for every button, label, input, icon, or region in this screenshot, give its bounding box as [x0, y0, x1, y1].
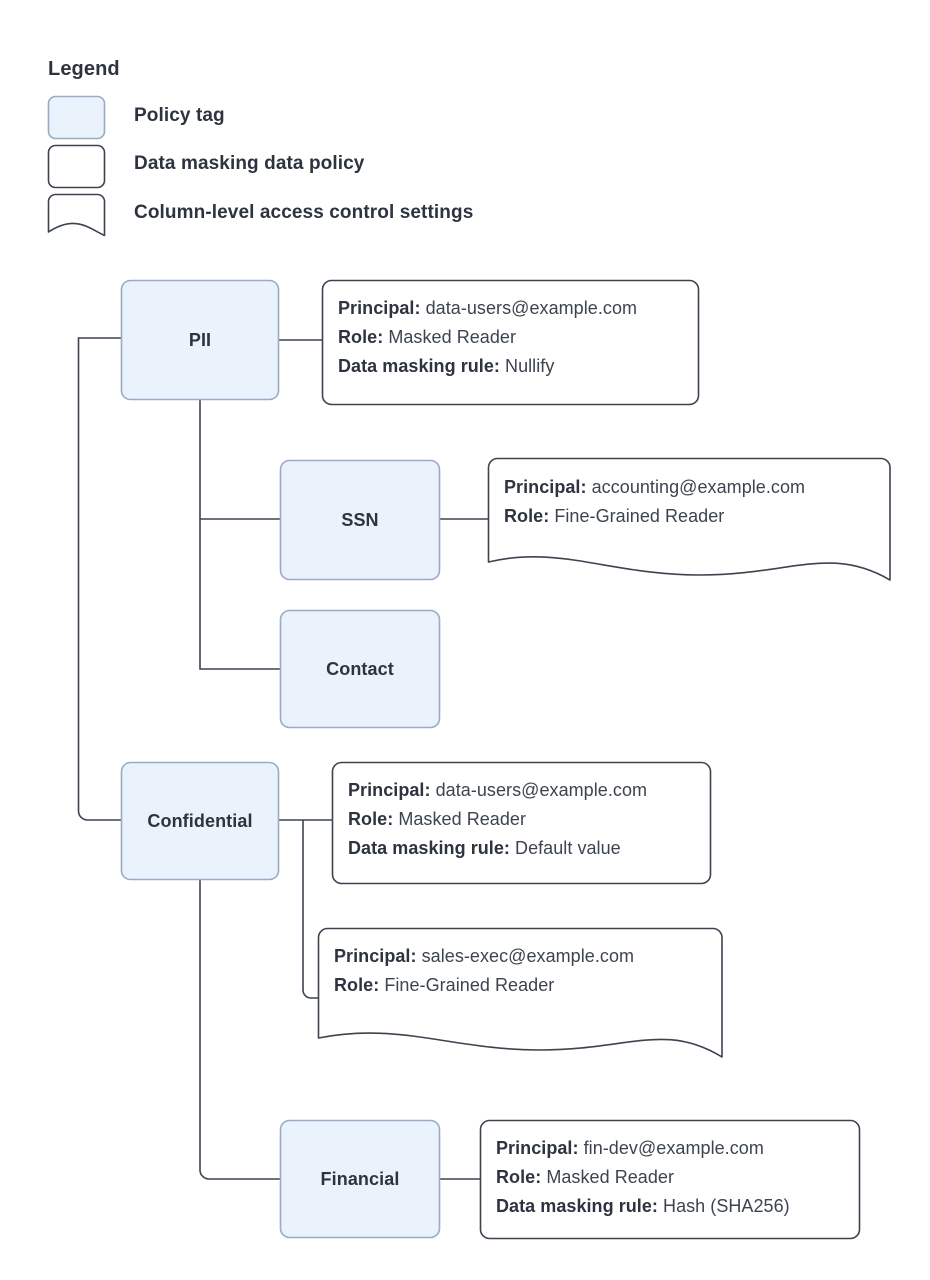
node-label-pii[interactable]: PII — [188, 329, 212, 350]
value-principal: sales-exec@example.com — [421, 946, 635, 966]
node-label-contact[interactable]: Contact — [326, 658, 394, 679]
label-masking-rule: Data masking rule: — [338, 356, 500, 376]
value-role: Masked Reader — [388, 327, 517, 347]
detail-confidential-policy: Principal: data-users@example.com Role: … — [348, 776, 647, 863]
detail-ssn-settings: Principal: accounting@example.com Role: … — [504, 473, 805, 531]
connector-root-spine — [77, 337, 121, 821]
label-role: Role: — [334, 975, 380, 995]
value-role: Masked Reader — [546, 1167, 675, 1187]
legend-label-data-masking-policy: Data masking data policy — [134, 153, 365, 174]
label-principal: Principal: — [338, 298, 421, 318]
detail-salesexec-settings: Principal: sales-exec@example.com Role: … — [334, 942, 634, 1000]
label-masking-rule: Data masking rule: — [496, 1196, 658, 1216]
detail-row-principal: Principal: sales-exec@example.com — [334, 942, 634, 971]
value-role: Fine-Grained Reader — [384, 975, 555, 995]
access-control-swatch — [47, 193, 106, 237]
detail-row-masking-rule: Data masking rule: Default value — [348, 834, 647, 863]
value-role: Fine-Grained Reader — [554, 506, 725, 526]
detail-row-role: Role: Fine-Grained Reader — [504, 502, 805, 531]
detail-row-principal: Principal: data-users@example.com — [348, 776, 647, 805]
connector-pii-to-contact — [199, 519, 280, 670]
connector-confidential-to-settings — [302, 820, 318, 999]
label-role: Role: — [504, 506, 550, 526]
label-role: Role: — [496, 1167, 542, 1187]
value-principal: data-users@example.com — [425, 298, 638, 318]
detail-row-masking-rule: Data masking rule: Nullify — [338, 352, 637, 381]
value-masking-rule: Hash (SHA256) — [663, 1196, 790, 1216]
label-principal: Principal: — [348, 780, 431, 800]
value-principal: data-users@example.com — [435, 780, 648, 800]
policy-tag-swatch — [47, 95, 106, 140]
detail-row-role: Role: Masked Reader — [348, 805, 647, 834]
label-principal: Principal: — [496, 1138, 579, 1158]
value-principal: fin-dev@example.com — [583, 1138, 764, 1158]
label-principal: Principal: — [504, 477, 587, 497]
connector-pii-to-ssn — [199, 400, 280, 520]
detail-row-role: Role: Masked Reader — [496, 1163, 790, 1192]
value-masking-rule: Default value — [515, 838, 621, 858]
data-policy-swatch — [47, 144, 106, 189]
label-role: Role: — [338, 327, 384, 347]
label-masking-rule: Data masking rule: — [348, 838, 510, 858]
node-label-ssn[interactable]: SSN — [341, 509, 379, 530]
legend-label-access-control: Column-level access control settings — [134, 202, 474, 223]
detail-row-principal: Principal: fin-dev@example.com — [496, 1134, 790, 1163]
label-principal: Principal: — [334, 946, 417, 966]
legend-title: Legend — [48, 58, 120, 80]
node-label-confidential[interactable]: Confidential — [147, 810, 253, 831]
detail-row-principal: Principal: data-users@example.com — [338, 294, 637, 323]
legend-label-policy-tag: Policy tag — [134, 105, 225, 126]
label-role: Role: — [348, 809, 394, 829]
detail-row-principal: Principal: accounting@example.com — [504, 473, 805, 502]
value-role: Masked Reader — [398, 809, 527, 829]
value-principal: accounting@example.com — [591, 477, 806, 497]
value-masking-rule: Nullify — [505, 356, 555, 376]
detail-row-role: Role: Masked Reader — [338, 323, 637, 352]
detail-row-masking-rule: Data masking rule: Hash (SHA256) — [496, 1192, 790, 1221]
detail-row-role: Role: Fine-Grained Reader — [334, 971, 634, 1000]
detail-pii-policy: Principal: data-users@example.com Role: … — [338, 294, 637, 381]
connector-confidential-to-financial — [199, 880, 280, 1180]
node-label-financial[interactable]: Financial — [320, 1168, 400, 1189]
detail-financial-policy: Principal: fin-dev@example.com Role: Mas… — [496, 1134, 790, 1221]
